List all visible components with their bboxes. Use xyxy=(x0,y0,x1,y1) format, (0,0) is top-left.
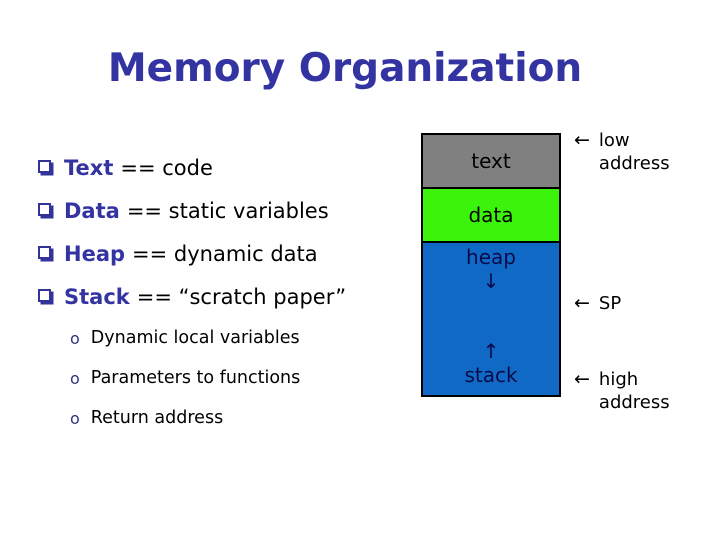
bullet-item-heap: Heap == dynamic data xyxy=(36,232,436,275)
annotation-line: SP xyxy=(598,293,622,314)
o-bullet-icon: o xyxy=(70,408,80,428)
annotation-text: SP xyxy=(599,292,621,315)
heap-stack-segment: heap ↓ ↑ stack xyxy=(423,243,559,395)
bullet-item-stack: Stack == “scratch paper” xyxy=(36,275,436,318)
annotation-line: low xyxy=(598,130,630,151)
annotation-text: high address xyxy=(599,368,670,414)
sub-bullet-list: o Dynamic local variables o Parameters t… xyxy=(70,318,430,438)
arrow-left-icon: ← xyxy=(574,129,590,151)
bullet-term: Stack xyxy=(64,284,130,309)
bullet-list: Text == code Data == static variables He… xyxy=(36,146,436,318)
arrow-down-icon: ↓ xyxy=(482,269,500,293)
annotation-low-address: ← low address xyxy=(574,129,670,175)
bullet-definition: == static variables xyxy=(126,198,329,223)
annotation-text: low address xyxy=(599,129,670,175)
sub-bullet-text: Return address xyxy=(90,408,224,428)
o-bullet-icon: o xyxy=(70,368,80,388)
sub-bullet-item: o Return address xyxy=(70,398,430,438)
o-bullet-icon: o xyxy=(70,328,80,348)
bullet-definition: == “scratch paper” xyxy=(136,284,347,309)
stack-segment-label: stack xyxy=(464,363,518,387)
annotation-high-address: ← high address xyxy=(574,368,670,414)
bullet-definition: == dynamic data xyxy=(132,241,318,266)
sub-bullet-text: Dynamic local variables xyxy=(90,328,300,348)
arrow-left-icon: ← xyxy=(574,292,590,314)
bullet-term: Heap xyxy=(64,241,126,266)
memory-layout-diagram: text data heap ↓ ↑ stack xyxy=(421,133,561,397)
square-bullet-icon xyxy=(38,288,51,302)
annotation-line: address xyxy=(598,392,670,413)
square-bullet-icon xyxy=(38,159,51,173)
sub-bullet-text: Parameters to functions xyxy=(90,368,301,388)
heap-segment-label: heap xyxy=(466,245,516,269)
bullet-term: Data xyxy=(64,198,120,223)
annotation-line: high xyxy=(598,369,639,390)
sub-bullet-item: o Dynamic local variables xyxy=(70,318,430,358)
arrow-left-icon: ← xyxy=(574,368,590,390)
data-segment-label: data xyxy=(468,203,514,227)
annotation-line: address xyxy=(598,153,670,174)
bullet-definition: == code xyxy=(120,155,213,180)
sub-bullet-item: o Parameters to functions xyxy=(70,358,430,398)
bullet-item-text: Text == code xyxy=(36,146,436,189)
bullet-item-data: Data == static variables xyxy=(36,189,436,232)
square-bullet-icon xyxy=(38,245,51,259)
text-segment-label: text xyxy=(471,149,511,173)
annotation-sp: ← SP xyxy=(574,292,621,315)
arrow-up-icon: ↑ xyxy=(482,339,500,363)
page-title: Memory Organization xyxy=(107,46,583,91)
data-segment: data xyxy=(423,187,559,243)
square-bullet-icon xyxy=(38,202,51,216)
text-segment: text xyxy=(423,135,559,187)
bullet-term: Text xyxy=(64,155,114,180)
